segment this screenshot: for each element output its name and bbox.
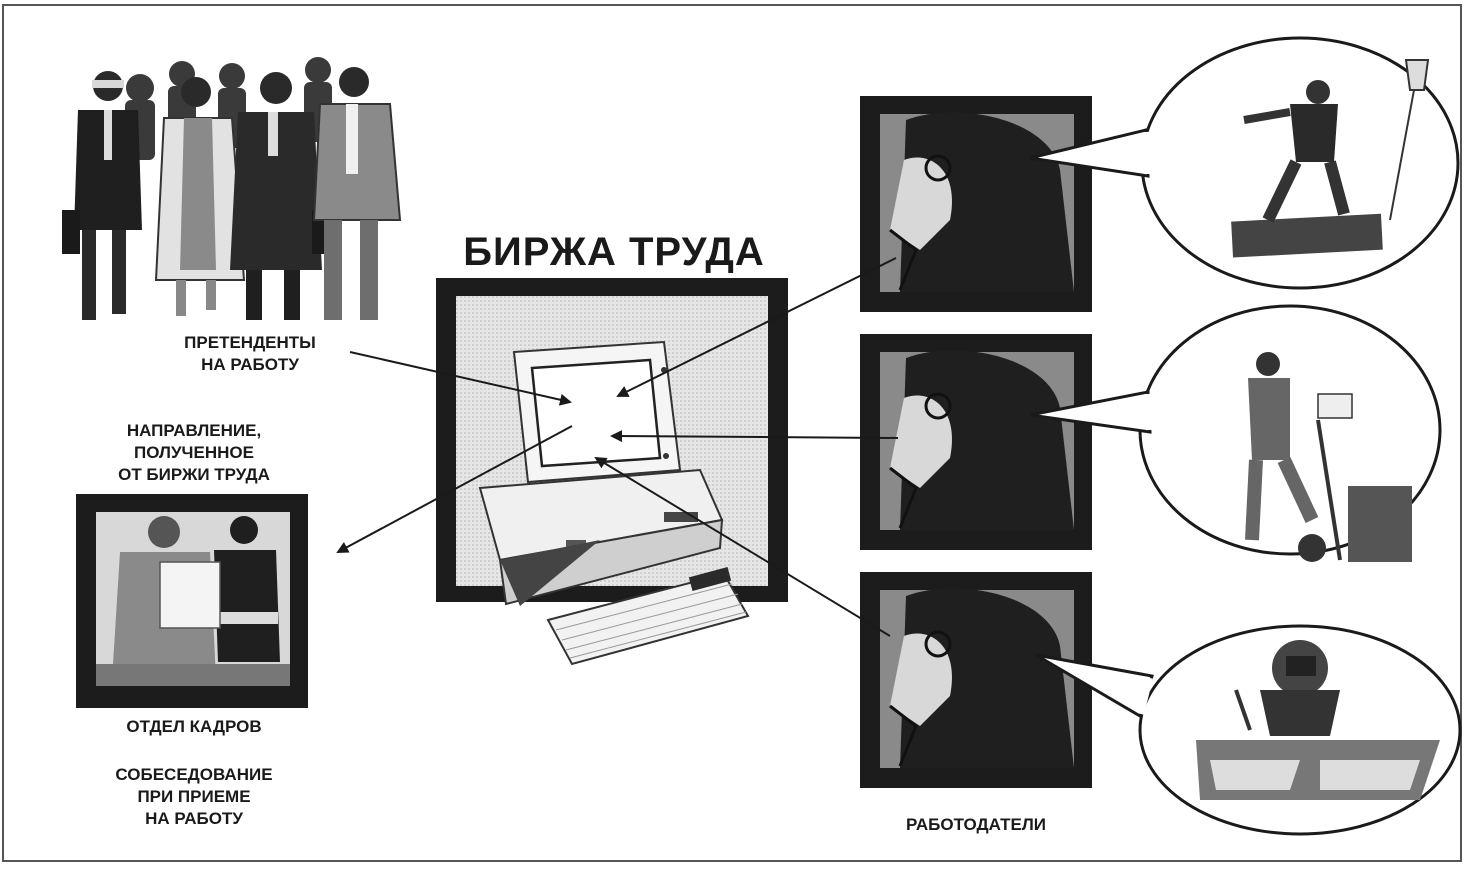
label-applicants-line-1: ПРЕТЕНДЕНТЫ	[184, 333, 316, 352]
arrow-employer3-to-exchange	[594, 456, 891, 637]
page-border	[2, 4, 1462, 862]
label-hr-department: ОТДЕЛ КАДРОВ	[126, 717, 262, 736]
label-referral-line-3: ОТ БИРЖИ ТРУДА	[118, 465, 270, 485]
employer-frame-3	[860, 572, 1092, 788]
employer-frame-2	[860, 334, 1092, 550]
flow-arrows	[336, 257, 899, 637]
arrow-applicants-to-exchange	[349, 351, 572, 406]
label-interview: СОБЕСЕДОВАНИЕ ПРИ ПРИЕМЕ НА РАБОТУ	[76, 764, 312, 830]
label-interview-line-2: ПРИ ПРИЕМЕ	[137, 787, 251, 807]
label-referral-line-2: ПОЛУЧЕННОЕ	[134, 443, 254, 463]
job-bubble-3	[1035, 624, 1462, 836]
diagram-title: БИРЖА ТРУДА	[463, 230, 765, 274]
job-bubble-1	[1029, 36, 1460, 290]
label-interview-line-3: НА РАБОТУ	[145, 809, 243, 829]
job-bubble-2	[1029, 304, 1442, 562]
arrow-employer1-to-exchange	[616, 257, 897, 397]
interview-picture	[76, 494, 308, 708]
applicants-group-illustration	[62, 57, 402, 320]
label-referral-line-1: НАПРАВЛЕНИЕ,	[126, 421, 262, 440]
label-applicants: ПРЕТЕНДЕНТЫ НА РАБОТУ	[150, 332, 350, 376]
label-applicants-line-2: НА РАБОТУ	[201, 355, 299, 375]
arrow-exchange-to-referral	[336, 425, 573, 553]
arrow-employer2-to-exchange	[610, 430, 899, 443]
label-referral: НАПРАВЛЕНИЕ, ПОЛУЧЕННОЕ ОТ БИРЖИ ТРУДА	[76, 420, 312, 486]
label-employers: РАБОТОДАТЕЛИ	[906, 815, 1046, 834]
employer-frame-1	[860, 96, 1092, 312]
label-interview-line-1: СОБЕСЕДОВАНИЕ	[115, 765, 273, 784]
